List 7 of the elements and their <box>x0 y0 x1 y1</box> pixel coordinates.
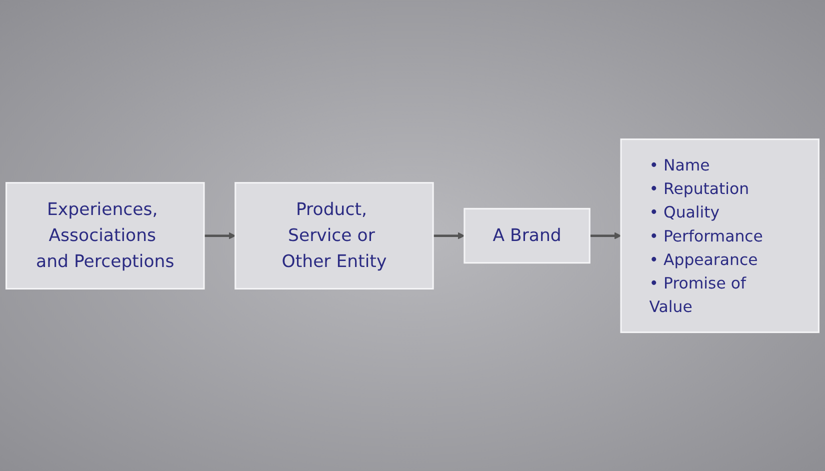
node-box: A Brand <box>464 208 590 264</box>
arrow <box>204 232 236 239</box>
node-box: Product, Service or Other Entity <box>234 182 434 290</box>
node-box: Experiences, Associations and Perceptions <box>6 182 205 290</box>
arrow <box>590 232 622 239</box>
arrow <box>433 232 465 239</box>
node-box: • Name • Reputation • Quality • Performance • Appearance • Promise of Value <box>620 138 820 333</box>
